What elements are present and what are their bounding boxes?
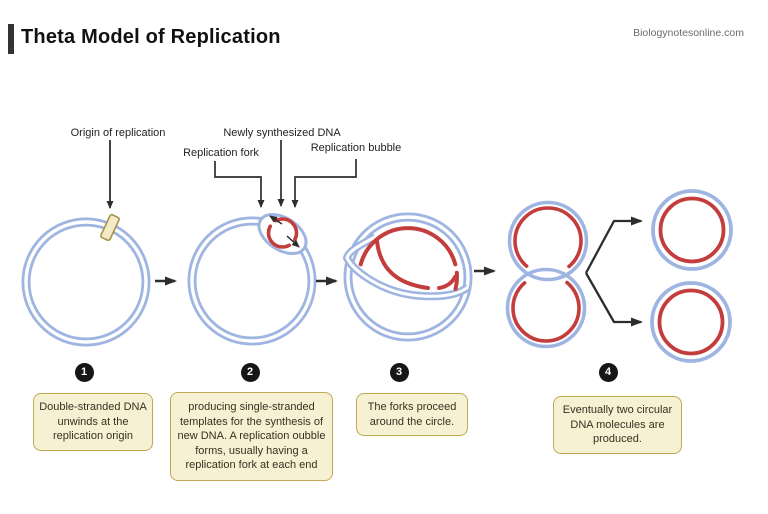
- step-note-3: The forks proceed around the circle.: [356, 393, 468, 437]
- step-badge-1: 1: [74, 362, 94, 382]
- origin-of-replication-label: Origin of replication: [70, 127, 166, 139]
- step-note-1: Double-stranded DNA unwinds at the repli…: [33, 393, 153, 451]
- replication-fork-pointer: [214, 161, 265, 208]
- fork-direction-arrow-right: [286, 235, 300, 248]
- replication-bubble-label: Replication bubble: [310, 142, 402, 154]
- stage2-plasmid-with-bubble: [187, 212, 317, 346]
- daughter-molecule-bottom: [650, 281, 732, 363]
- daughter-molecule-top: [651, 189, 733, 271]
- origin-of-replication-marker: [100, 213, 120, 242]
- stage1-plasmid: [21, 213, 151, 347]
- fork-direction-arrow-left: [269, 215, 283, 225]
- page-title: Theta Model of Replication: [21, 26, 281, 48]
- step-badge-3: 3: [389, 362, 409, 382]
- step-note-4: Eventually two circular DNA molecules ar…: [553, 396, 682, 454]
- replication-fork-label: Replication fork: [183, 147, 259, 159]
- new-strand-top-arc: [358, 226, 458, 267]
- watermark-text: Biologynotesonline.com: [633, 27, 744, 39]
- step-badge-2: 2: [240, 362, 260, 382]
- new-strand-bottom-arc-tail: [437, 275, 457, 290]
- step-note-2: producing single-stranded templates for …: [170, 392, 333, 481]
- new-strand-bottom-arc: [375, 239, 430, 290]
- title-accent-bar: [8, 24, 14, 54]
- stage3-expanded-bubble: [342, 212, 473, 342]
- newly-synthesized-dna-ring: [266, 217, 299, 249]
- new-strand-top-arc-tail: [453, 270, 459, 291]
- replication-bubble-pointer: [291, 159, 357, 208]
- step-badge-4: 4: [598, 362, 618, 382]
- branch-arrow-bottom: [585, 272, 643, 327]
- branch-arrow-top: [584, 216, 643, 274]
- stage4-interlocked-daughters: [505, 200, 589, 349]
- newly-synthesized-dna-label: Newly synthesized DNA: [223, 127, 341, 139]
